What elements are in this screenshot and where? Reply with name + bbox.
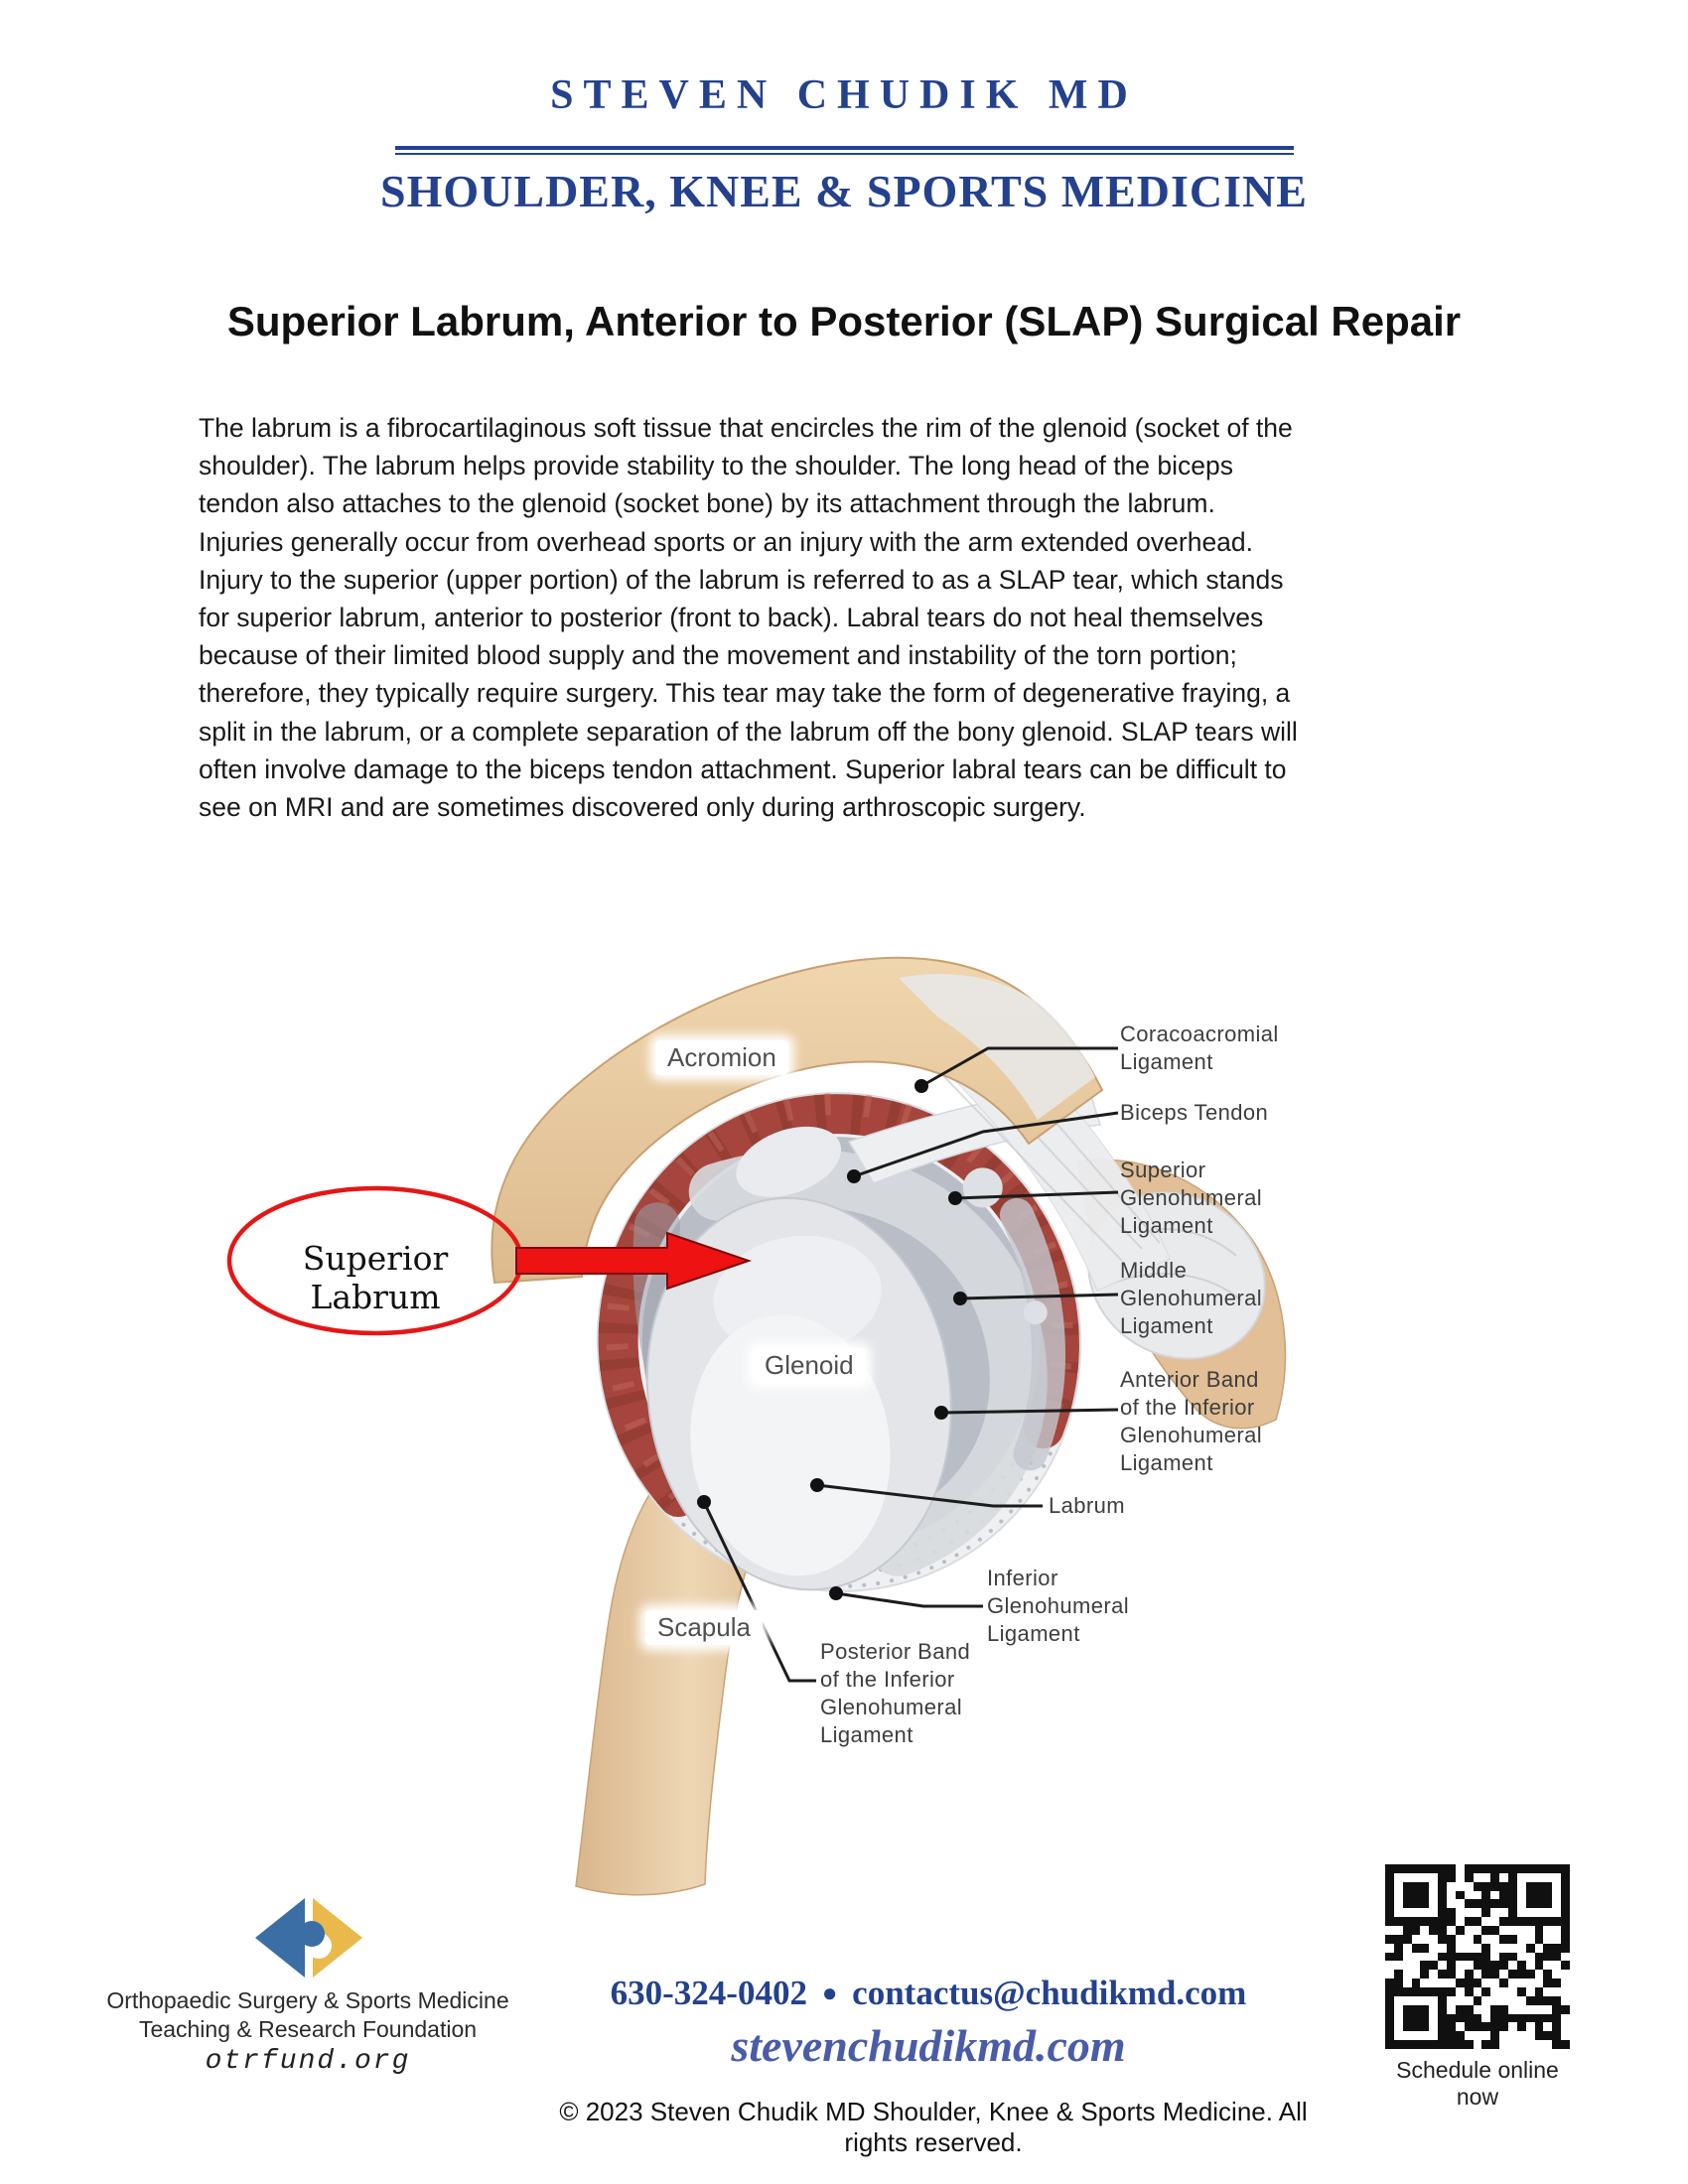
- callout-arrow: [515, 1231, 753, 1291]
- leader-lines: [702, 1046, 1119, 1683]
- header-divider: [395, 146, 1294, 155]
- label-biceps-tendon: Biceps Tendon: [1120, 1100, 1269, 1125]
- foundation-block: Orthopaedic Surgery & Sports Medicine Te…: [89, 1894, 526, 2077]
- shoulder-illustration: [226, 956, 1287, 1896]
- callout-superior-labrum: Superior Labrum: [302, 1239, 449, 1316]
- qr-block: Schedule online now: [1378, 1864, 1577, 2111]
- label-anterior-band: Anterior Band of the Inferior Glenohumer…: [1120, 1367, 1262, 1475]
- qr-caption: Schedule online now: [1396, 2057, 1559, 2110]
- contact-line: 630-324-0402 ● contactus@chudikmd.com: [526, 1974, 1331, 2013]
- biceps-anchor: [736, 1126, 842, 1197]
- label-coracoacromial-ligament: Coracoacromial Ligament: [1120, 1022, 1279, 1074]
- page-title: Superior Labrum, Anterior to Posterior (…: [226, 298, 1462, 344]
- website-url: stevenchudikmd.com: [731, 2020, 1126, 2071]
- copyright-notice: © 2023 Steven Chudik MD Shoulder, Knee &…: [559, 2097, 1308, 2157]
- phone-number: 630-324-0402: [610, 1974, 807, 2012]
- foundation-name-line2: Teaching & Research Foundation: [138, 2016, 478, 2042]
- otrf-logo-icon: [255, 1898, 362, 1978]
- label-superior-glenohumeral-ligament: Superior Glenohumeral Ligament: [1120, 1158, 1262, 1238]
- contact-block: 630-324-0402 ● contactus@chudikmd.com st…: [526, 1974, 1331, 2072]
- label-posterior-band: Posterior Band of the Inferior Glenohume…: [820, 1639, 971, 1747]
- foundation-url: otrfund.org: [205, 2046, 411, 2077]
- leader-dots: [697, 1079, 967, 1600]
- practice-name: STEVEN CHUDIK MD: [550, 72, 1138, 118]
- label-scapula: Scapula: [645, 1610, 763, 1645]
- label-glenoid: Glenoid: [753, 1348, 866, 1383]
- bullet-separator-icon: ●: [821, 1979, 838, 2007]
- practice-tagline: SHOULDER, KNEE & SPORTS MEDICINE: [380, 166, 1308, 216]
- label-middle-glenohumeral-ligament: Middle Glenohumeral Ligament: [1120, 1258, 1262, 1338]
- qr-code: [1385, 1864, 1570, 2049]
- label-inferior-glenohumeral-ligament: Inferior Glenohumeral Ligament: [987, 1566, 1129, 1646]
- article-body: The labrum is a fibrocartilaginous soft …: [199, 413, 1298, 823]
- contact-email: contactus@chudikmd.com: [852, 1974, 1247, 2012]
- label-labrum: Labrum: [1049, 1493, 1125, 1518]
- label-acromion: Acromion: [655, 1040, 788, 1075]
- foundation-name-line1: Orthopaedic Surgery & Sports Medicine: [106, 1987, 509, 2013]
